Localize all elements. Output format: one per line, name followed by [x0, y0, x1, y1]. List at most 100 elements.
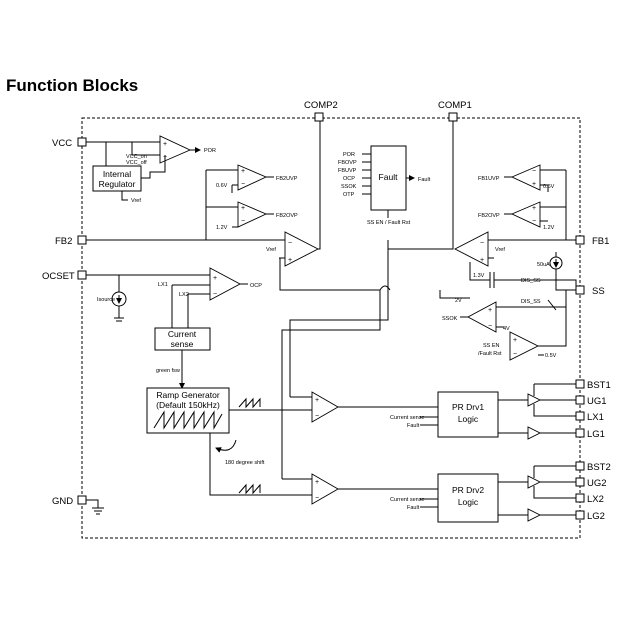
svg-text:PR Drv2: PR Drv2	[452, 485, 484, 495]
pin-lg1: LG1	[575, 428, 605, 440]
svg-text:+: +	[288, 257, 292, 264]
svg-text:+: +	[315, 397, 319, 404]
pin-lx2: LX2	[575, 493, 604, 505]
svg-text:FB2: FB2	[55, 236, 72, 247]
svg-text:Current: Current	[168, 329, 197, 339]
svg-text:COMP2: COMP2	[304, 100, 338, 111]
pin-bst1: BST1	[575, 379, 611, 391]
soft-start-circuit: 1.3V 50uA DIS_SS 2V DIS_SS	[439, 252, 577, 311]
svg-text:+: +	[315, 479, 319, 486]
svg-text:LG1: LG1	[587, 429, 605, 440]
svg-text:1.2V: 1.2V	[543, 225, 555, 231]
svg-text:−: −	[315, 413, 319, 420]
svg-text:+: +	[241, 168, 245, 175]
svg-text:+: +	[513, 337, 517, 344]
fb1-sense-wire	[540, 169, 567, 240]
svg-text:2V: 2V	[455, 298, 462, 304]
svg-text:Fault: Fault	[407, 505, 420, 511]
svg-text:LX2: LX2	[179, 292, 189, 298]
error-amplifier-1: − + Vref	[454, 231, 576, 267]
comp-wire-c	[281, 298, 381, 479]
svg-text:Vref: Vref	[131, 198, 141, 204]
pin-gnd: GND	[52, 495, 87, 507]
svg-text:OCP: OCP	[343, 176, 355, 182]
svg-text:−: −	[532, 218, 536, 225]
pr-drv2-logic: PR Drv2 Logic Current sense Fault	[390, 465, 576, 523]
pr-drv1-logic: PR Drv1 Logic Current sense Fault	[390, 383, 576, 440]
svg-text:UG2: UG2	[587, 478, 607, 489]
svg-text:Regulator: Regulator	[99, 179, 136, 189]
error-amplifier-2: − + Vref	[86, 121, 321, 267]
svg-text:Vref: Vref	[495, 247, 505, 253]
svg-text:Isource: Isource	[97, 297, 115, 303]
svg-text:+: +	[532, 205, 536, 212]
pwm-comparator-2: + −	[282, 473, 438, 505]
svg-text:+: +	[163, 141, 167, 148]
fb2-sense-wire	[205, 169, 238, 240]
svg-text:FB1UVP: FB1UVP	[478, 176, 500, 182]
svg-text:SS EN: SS EN	[483, 343, 500, 349]
svg-text:FBUVP: FBUVP	[338, 168, 357, 174]
phase-shift-arrow: 180 degree shift	[215, 439, 265, 466]
svg-text:SSOK: SSOK	[341, 184, 357, 190]
svg-text:OCP: OCP	[250, 283, 262, 289]
svg-text:1.2V: 1.2V	[216, 225, 228, 231]
svg-text:SSOK: SSOK	[442, 316, 458, 322]
fb1-ovp-comparator: + − FB2OVP 1.2V	[478, 201, 555, 231]
pin-vcc: VCC	[52, 137, 87, 149]
ramp-waveform-2	[209, 433, 312, 496]
fb2-uvp-comparator: + − FB2UVP 0.6V	[216, 164, 298, 193]
svg-text:VCC: VCC	[52, 138, 72, 149]
ramp-waveform-1	[229, 397, 312, 411]
svg-text:FB2UVP: FB2UVP	[276, 176, 298, 182]
svg-text:Fault: Fault	[407, 423, 420, 429]
svg-text:+: +	[213, 275, 217, 282]
svg-text:UG1: UG1	[587, 396, 607, 407]
por-comparator: + − POR VCC_on VCC_off	[86, 135, 216, 166]
pin-fb2: FB2	[55, 235, 87, 247]
svg-text:−: −	[488, 323, 492, 330]
ssok-comparator: + − SSOK 4V	[442, 290, 567, 333]
comp-wire-a	[279, 258, 381, 298]
pin-ocset: OCSET	[42, 270, 87, 282]
svg-text:OTP: OTP	[343, 192, 355, 198]
svg-text:COMP1: COMP1	[438, 100, 472, 111]
svg-text:50uA: 50uA	[537, 262, 550, 268]
svg-text:+: +	[488, 307, 492, 314]
svg-text:FBOVP: FBOVP	[338, 160, 357, 166]
svg-text:Internal: Internal	[103, 169, 131, 179]
svg-text:+: +	[532, 181, 536, 188]
svg-text:Vref: Vref	[266, 247, 276, 253]
svg-text:/Fault Rst: /Fault Rst	[478, 351, 502, 357]
svg-text:−: −	[241, 181, 245, 188]
svg-text:+: +	[480, 257, 484, 264]
svg-text:−: −	[241, 218, 245, 225]
svg-text:green fsw: green fsw	[156, 368, 180, 374]
pin-comp2: COMP2	[304, 100, 338, 122]
internal-regulator: Internal Regulator Vref	[92, 142, 166, 204]
svg-text:FB2OVP: FB2OVP	[276, 213, 298, 219]
comp-wire-b	[289, 240, 389, 397]
fb2-ovp-comparator: + − FB2OVP 1.2V	[216, 201, 298, 231]
svg-text:LX2: LX2	[587, 494, 604, 505]
svg-text:(Default 150kHz): (Default 150kHz)	[156, 400, 220, 410]
svg-text:−: −	[513, 351, 517, 358]
fb1-uvp-comparator: − + FB1UVP 0.6V	[478, 164, 555, 192]
svg-text:Current sense: Current sense	[390, 415, 425, 421]
svg-text:−: −	[315, 495, 319, 502]
ocp-comparator: + − OCP LX1 LX2	[86, 267, 262, 328]
svg-text:−: −	[532, 168, 536, 175]
svg-text:1.3V: 1.3V	[473, 273, 485, 279]
svg-text:GND: GND	[52, 496, 73, 507]
svg-text:Logic: Logic	[458, 497, 479, 507]
svg-text:FB1: FB1	[592, 236, 609, 247]
page-title: Function Blocks	[6, 76, 139, 95]
svg-text:4V: 4V	[503, 326, 510, 332]
wire-crossover	[379, 285, 391, 291]
svg-text:DIS_SS: DIS_SS	[521, 299, 541, 305]
svg-text:0.5V: 0.5V	[545, 353, 557, 359]
svg-text:−: −	[480, 240, 484, 247]
svg-text:Logic: Logic	[458, 414, 479, 424]
svg-text:LG2: LG2	[587, 511, 605, 522]
